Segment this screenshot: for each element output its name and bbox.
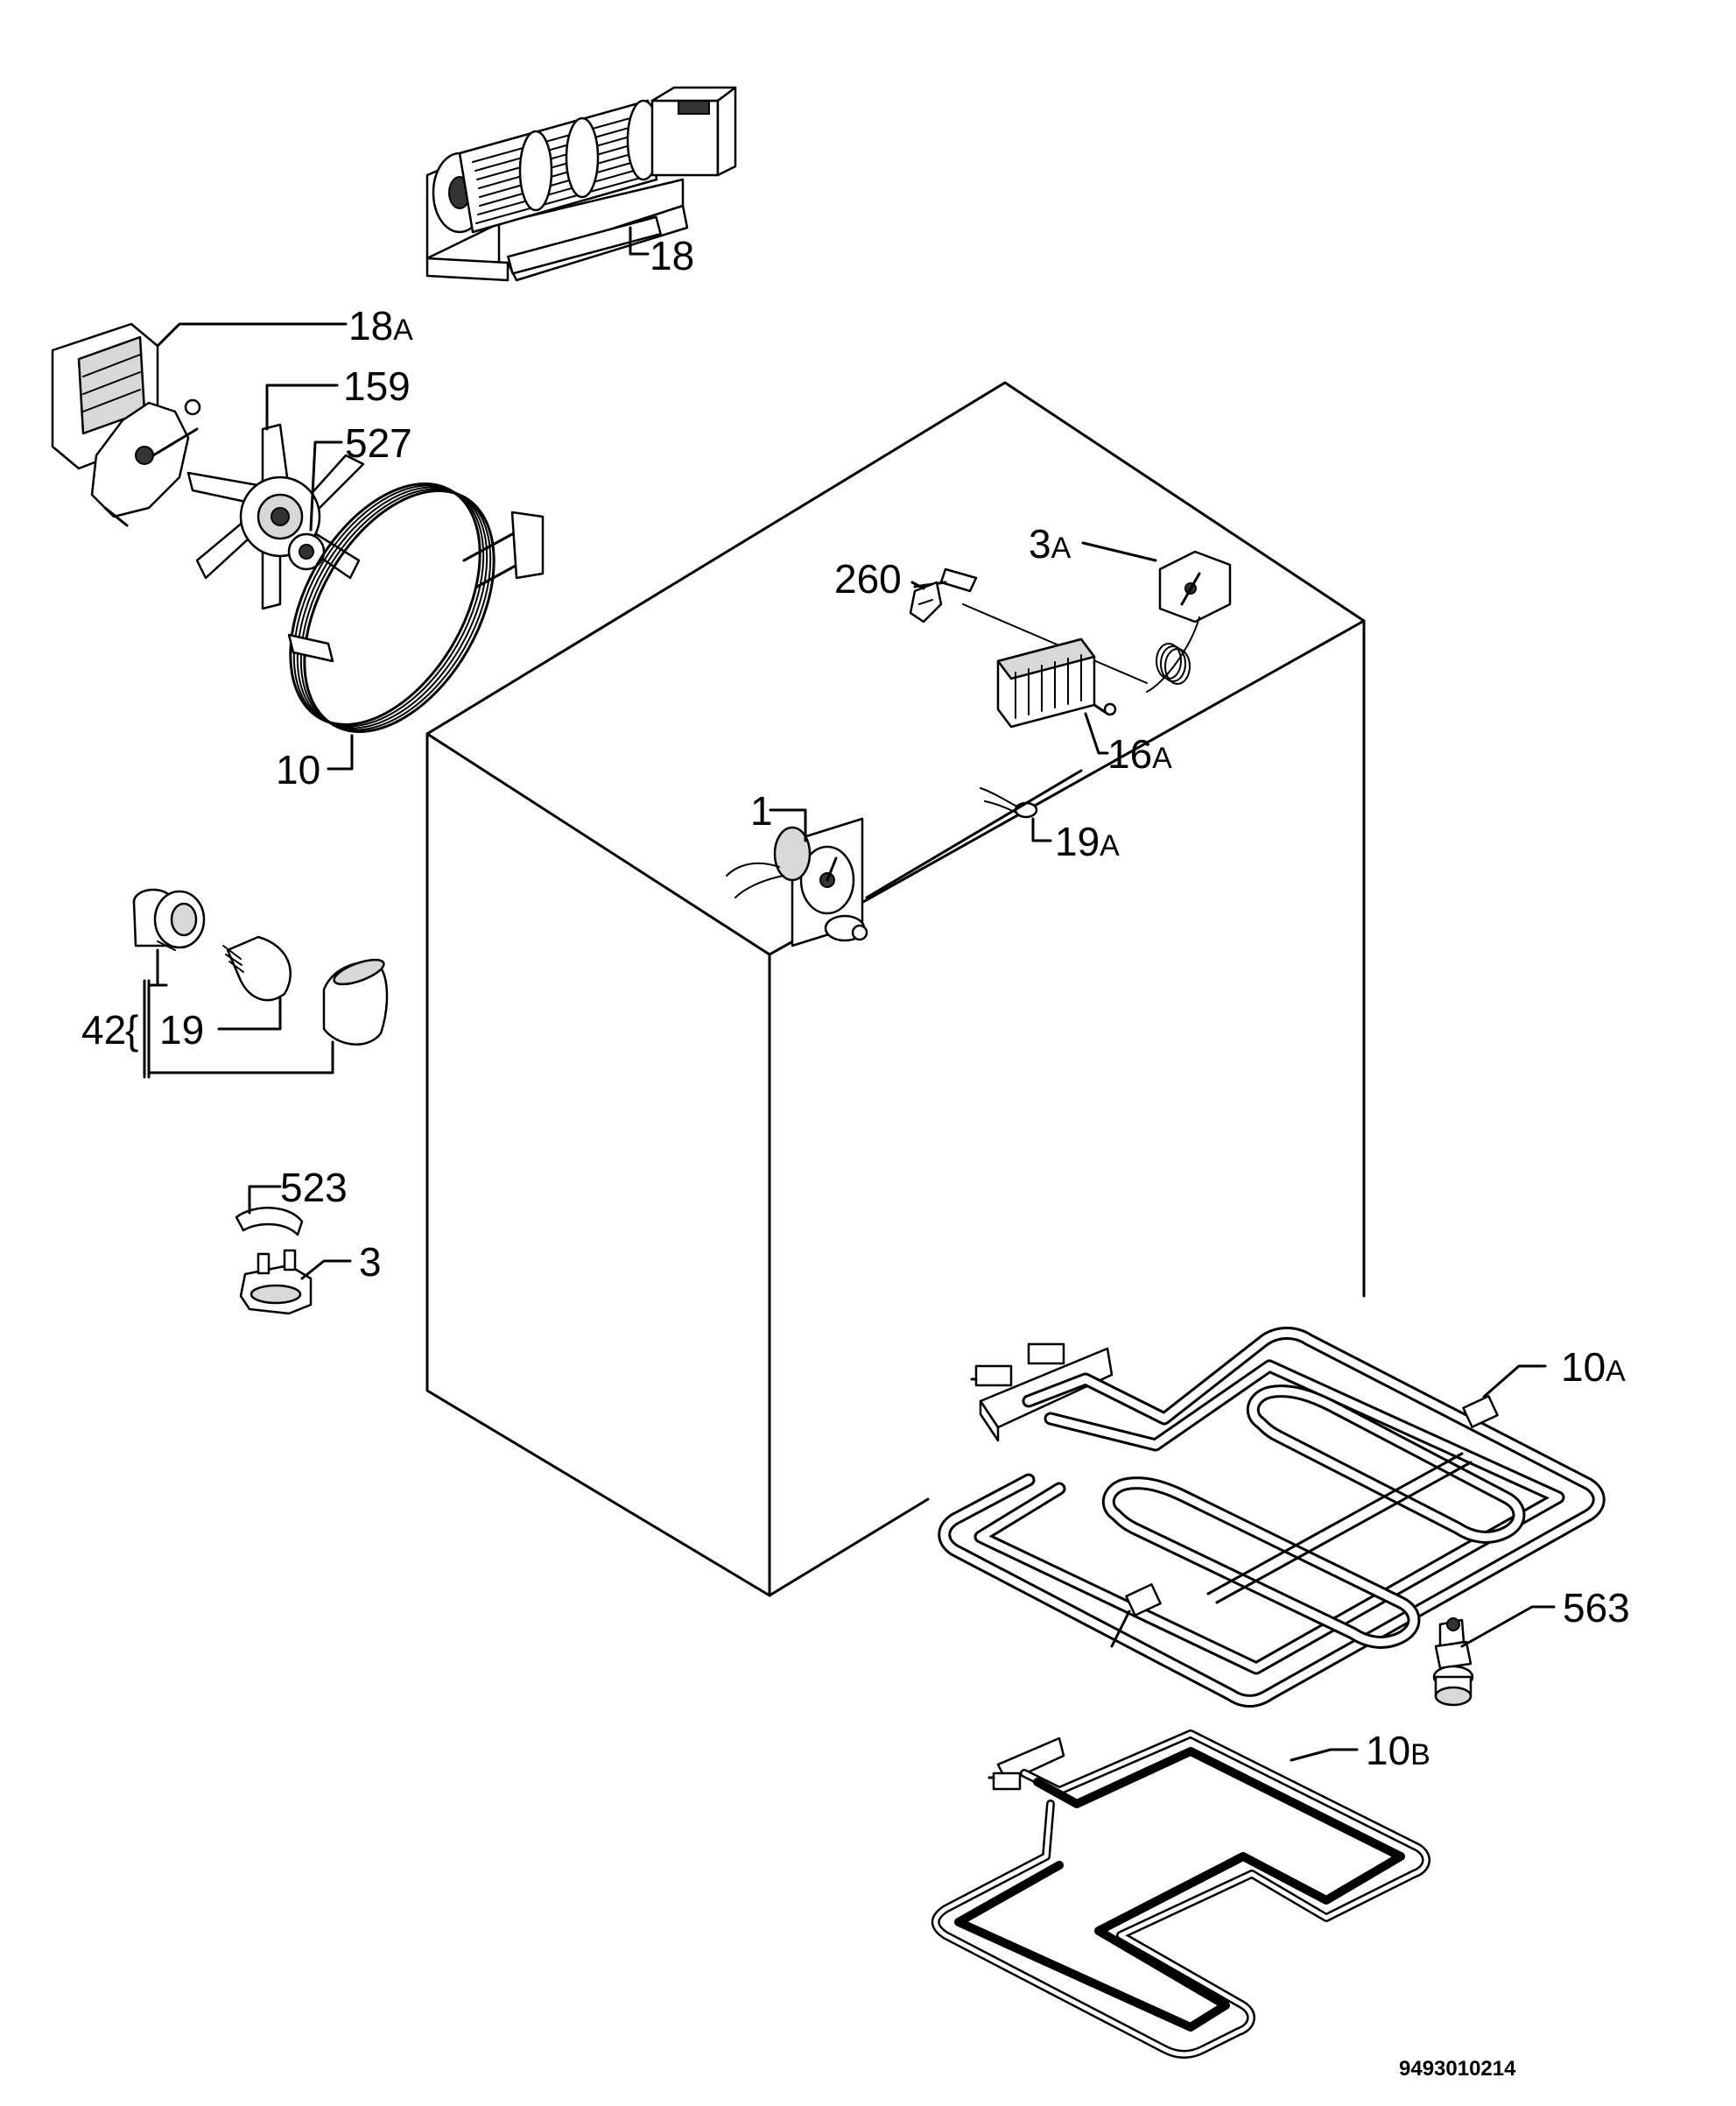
thermal-cutout-part [235, 1207, 313, 1315]
callout-18: 18 [650, 233, 694, 278]
timer-part [726, 817, 868, 947]
callout-42: 42 [81, 1007, 126, 1053]
callout-16a: 16A [1107, 731, 1172, 777]
callout-159: 159 [343, 363, 411, 409]
callout-3a: 3A [1029, 521, 1072, 567]
diagram-reference-number: 9493010214 [1399, 2057, 1516, 2081]
callout-1: 1 [750, 788, 773, 834]
fan-blade-part [186, 423, 365, 610]
upper-heating-element-part [938, 1327, 1606, 1708]
oven-cabinet [425, 381, 1366, 1597]
fan-motor-part [51, 322, 201, 527]
callout-527: 527 [345, 420, 412, 466]
callout-260: 260 [834, 556, 902, 602]
callout-3: 3 [359, 1239, 382, 1285]
bulb-clip-part [909, 581, 943, 623]
lamp-assembly-part [132, 888, 389, 1046]
selector-switch-part [996, 637, 1117, 729]
callout-18a: 18A [348, 303, 413, 349]
nut-part [287, 532, 326, 571]
tangential-fan-part [425, 86, 737, 282]
circular-heater-part [287, 482, 545, 733]
callout-labels: 18 18A 159 527 10 3A 260 16A 1 19A 42 { … [81, 233, 1630, 2081]
callout-19a: 19A [1055, 819, 1120, 864]
callout-19: 19 [159, 1007, 204, 1053]
callout-10a: 10A [1561, 1344, 1626, 1390]
callout-10: 10 [276, 747, 320, 792]
callout-42-brace: { [125, 1007, 138, 1053]
thermostat-part [913, 550, 1232, 693]
callout-523: 523 [280, 1165, 348, 1210]
support-pin-part [1432, 1617, 1474, 1707]
callout-10b: 10B [1366, 1728, 1430, 1773]
lower-heating-element-part [931, 1729, 1430, 2059]
callout-563: 563 [1563, 1585, 1630, 1631]
leader-lines [143, 226, 1556, 1762]
